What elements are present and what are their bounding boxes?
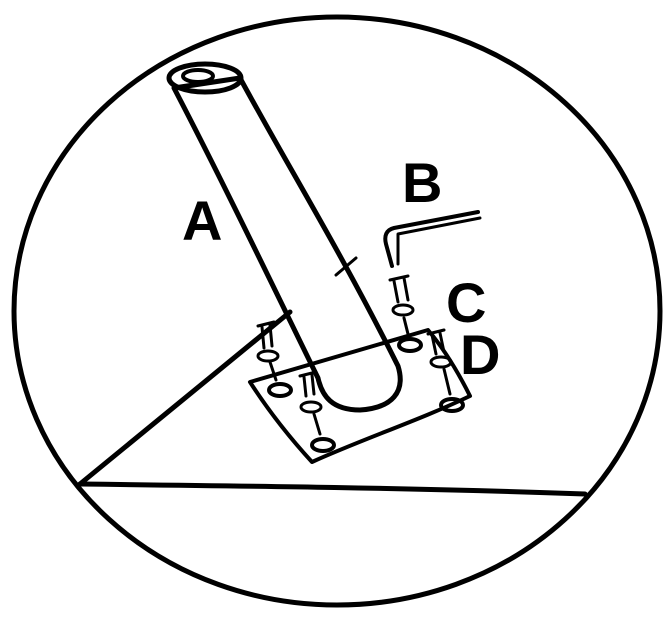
plate-hole [399,339,421,351]
plate-hole [269,384,291,396]
label-d: D [460,323,500,386]
label-a: A [182,189,222,252]
washer [431,357,451,394]
mounting-plate [250,330,470,462]
plate-hole [312,439,334,451]
label-b: B [402,151,442,214]
detail-circle [14,17,660,605]
bolt [300,372,316,396]
washer [393,305,413,334]
allen-key [385,212,480,266]
bolt [390,276,408,302]
washer [301,402,321,434]
